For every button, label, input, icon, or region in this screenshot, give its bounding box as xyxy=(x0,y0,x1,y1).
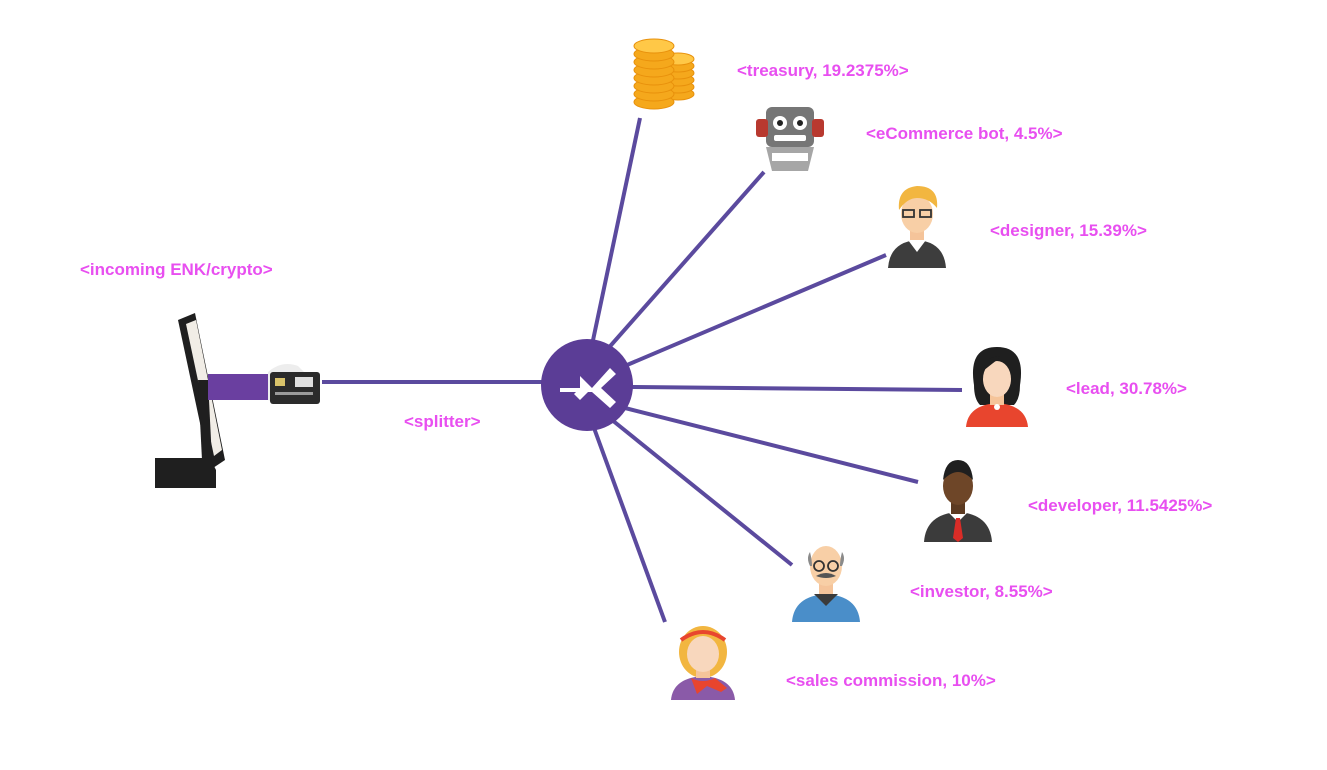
sales-commission-connector-line xyxy=(592,427,667,623)
sales-avatar-icon xyxy=(671,626,735,700)
treasury-label: <treasury, 19.2375%> xyxy=(737,61,909,80)
lead-connector-line xyxy=(629,385,963,392)
developer-connector-line xyxy=(624,406,919,484)
investor-connector-line xyxy=(610,418,794,567)
developer-avatar-icon xyxy=(924,460,992,542)
robot-icon xyxy=(756,107,824,171)
investor-avatar-icon xyxy=(792,546,860,622)
ecommerce-bot-connector-line xyxy=(603,170,766,354)
lead-label: <lead, 30.78%> xyxy=(1066,379,1187,398)
splitter-label: <splitter> xyxy=(404,412,481,431)
ecommerce-bot-label: <eCommerce bot, 4.5%> xyxy=(866,124,1063,143)
investor-label: <investor, 8.55%> xyxy=(910,582,1053,601)
designer-label: <designer, 15.39%> xyxy=(990,221,1147,240)
source-label: <incoming ENK/crypto> xyxy=(80,260,273,279)
treasury-connector-line xyxy=(590,117,642,346)
developer-label: <developer, 11.5425%> xyxy=(1028,496,1213,515)
monitor-card-payment-icon xyxy=(155,313,320,488)
splitter-icon xyxy=(541,339,633,431)
designer-avatar-icon xyxy=(888,186,946,268)
lead-avatar-icon xyxy=(966,347,1028,427)
coin-stack-icon xyxy=(633,38,695,110)
designer-connector-line xyxy=(619,253,887,370)
sales-commission-label: <sales commission, 10%> xyxy=(786,671,996,690)
